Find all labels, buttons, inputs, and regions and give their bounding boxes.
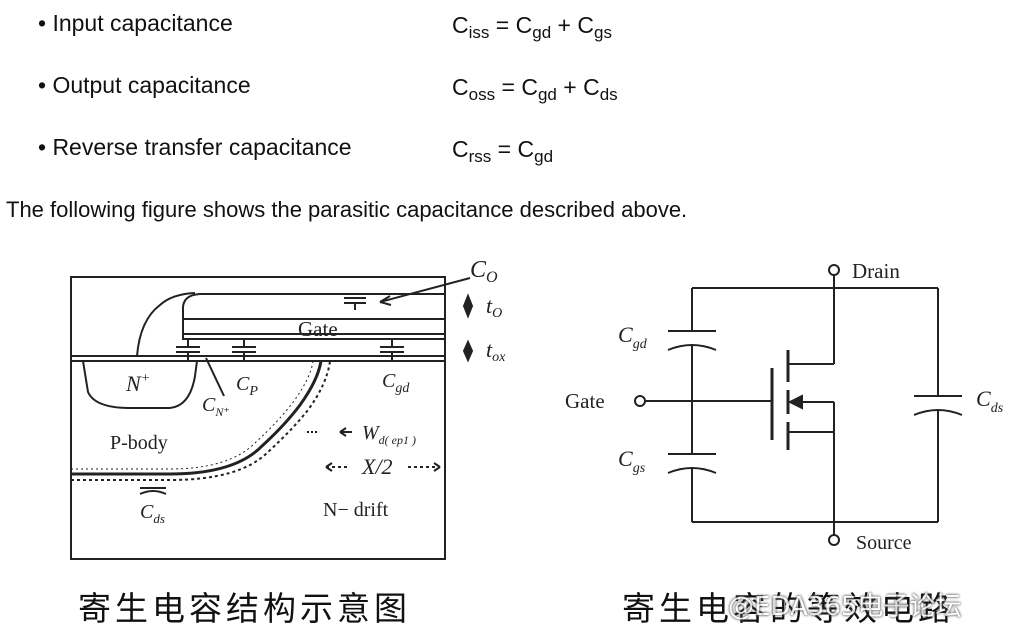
crss-symbol: Crss bbox=[452, 136, 492, 166]
to-thickness-arrow bbox=[462, 293, 474, 319]
cgs-symbol: Cgs bbox=[577, 12, 612, 42]
cp-capacitor bbox=[232, 340, 256, 360]
definition-output-capacitance: • Output capacitance bbox=[38, 72, 251, 98]
cgd-circuit-label: Cgd bbox=[618, 322, 648, 352]
formula-ciss: Ciss = Cgd + Cgs bbox=[452, 12, 612, 42]
figure-caption: The following figure shows the parasitic… bbox=[6, 197, 688, 222]
gate-label: Gate bbox=[298, 317, 338, 341]
tox-label: tox bbox=[486, 337, 506, 365]
cp-label: CP bbox=[236, 373, 258, 399]
to-label: tO bbox=[486, 293, 502, 321]
gate-terminal bbox=[634, 395, 646, 407]
formula-coss: Coss = Cgd + Cds bbox=[452, 74, 618, 104]
device-outline bbox=[70, 276, 446, 560]
structure-diagram-caption: 寄生电容结构示意图 bbox=[78, 589, 411, 628]
mosfet-structure-diagram: CO tO tox Gate N+ CN⁺ CP Cgd P-body Wd( … bbox=[70, 257, 506, 560]
cds-capacitor bbox=[139, 487, 167, 495]
definition-input-capacitance: • Input capacitance bbox=[38, 10, 233, 36]
formula-crss: Crss = Cgd bbox=[452, 136, 554, 166]
source-terminal bbox=[828, 534, 840, 546]
cds-circuit-label: Cds bbox=[976, 386, 1004, 416]
tox-thickness-arrow bbox=[462, 339, 474, 363]
wd-label: Wd( ep1 ) bbox=[362, 422, 416, 447]
watermark: @EDA365电子论坛 bbox=[728, 592, 962, 622]
equivalent-circuit-caption: 寄生电容的等效电路 bbox=[622, 589, 955, 628]
cn-plus-label: CN⁺ bbox=[202, 394, 230, 419]
p-body-label: P-body bbox=[110, 432, 168, 454]
gate-circuit-label: Gate bbox=[565, 389, 605, 413]
drain-terminal bbox=[828, 264, 840, 276]
cds-symbol: Cds bbox=[583, 74, 618, 104]
n-drift-label: N− drift bbox=[323, 499, 389, 521]
gate-poly bbox=[182, 318, 446, 340]
ciss-symbol: Ciss bbox=[452, 12, 490, 42]
body-arrow bbox=[787, 394, 803, 410]
cgs-circuit-label: Cgs bbox=[618, 446, 646, 476]
cgd-symbol: Cgd bbox=[517, 136, 554, 166]
drain-label: Drain bbox=[852, 259, 900, 283]
n-plus-label: N+ bbox=[125, 371, 150, 396]
oxide-layer bbox=[181, 293, 445, 319]
cn-plus-capacitor bbox=[176, 340, 200, 360]
co-arrow bbox=[379, 277, 471, 303]
definition-reverse-transfer-capacitance: • Reverse transfer capacitance bbox=[38, 134, 352, 160]
cgd-symbol: Cgd bbox=[515, 12, 552, 42]
cgd-capacitor bbox=[380, 340, 404, 360]
source-label: Source bbox=[856, 532, 912, 554]
coss-symbol: Coss bbox=[452, 74, 496, 104]
x-half-label: X/2 bbox=[361, 454, 393, 479]
co-label: CO bbox=[470, 257, 498, 286]
n-plus-region bbox=[82, 360, 198, 409]
equivalent-circuit-diagram: Drain Source Gate Cgd Cgs Cds bbox=[565, 259, 1004, 554]
cgd-label: Cgd bbox=[382, 370, 410, 396]
cgd-symbol: Cgd bbox=[521, 74, 557, 104]
p-body-junction bbox=[71, 360, 323, 476]
cds-label: Cds bbox=[140, 501, 165, 526]
